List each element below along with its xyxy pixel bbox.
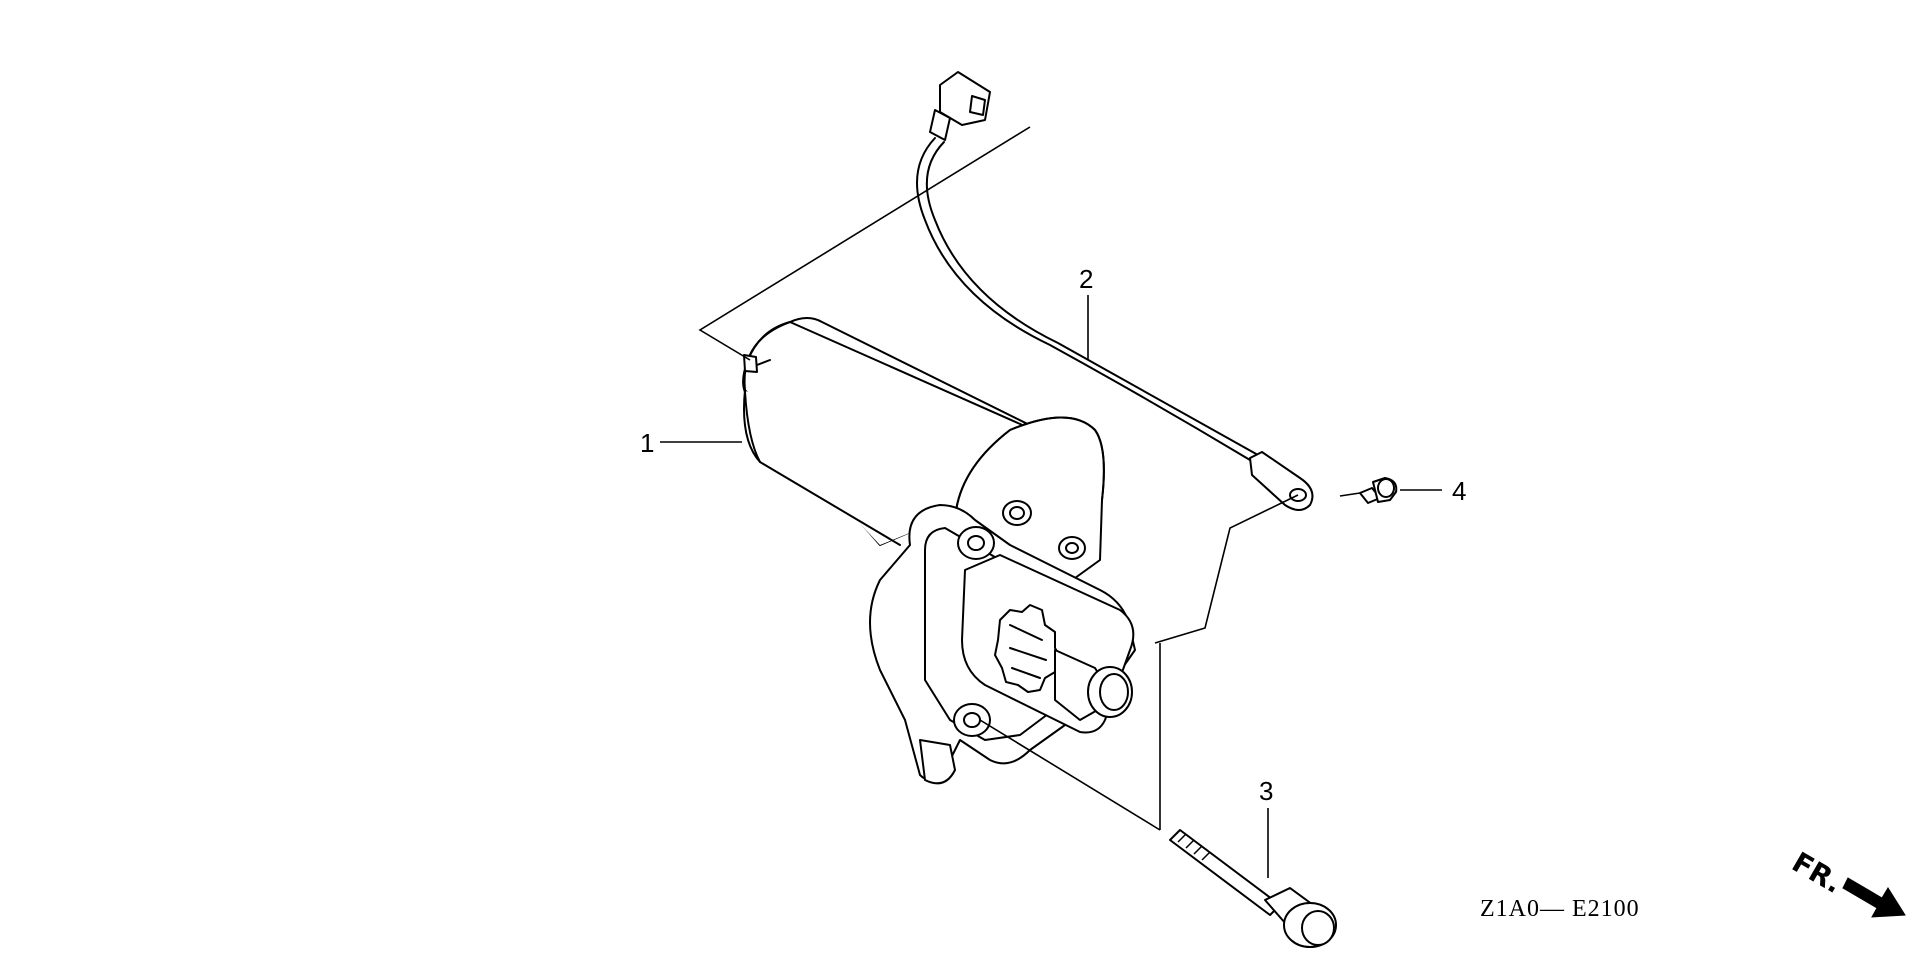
starter-motor-part	[742, 317, 1136, 785]
assembly-lines	[698, 126, 1361, 831]
callout-1: 1	[640, 428, 654, 458]
callout-4: 4	[1452, 476, 1466, 506]
terminal-bolt-part	[1359, 477, 1398, 504]
diagram-code: Z1A0— E2100	[1480, 896, 1640, 922]
front-arrow-icon	[1842, 877, 1906, 918]
front-direction-indicator: FR.	[1787, 845, 1906, 918]
callout-2: 2	[1079, 264, 1093, 294]
callout-3: 3	[1259, 776, 1273, 806]
callout-leaders	[660, 295, 1442, 878]
flange-bolt-part	[1169, 829, 1337, 948]
direction-label: FR.	[1787, 845, 1848, 900]
